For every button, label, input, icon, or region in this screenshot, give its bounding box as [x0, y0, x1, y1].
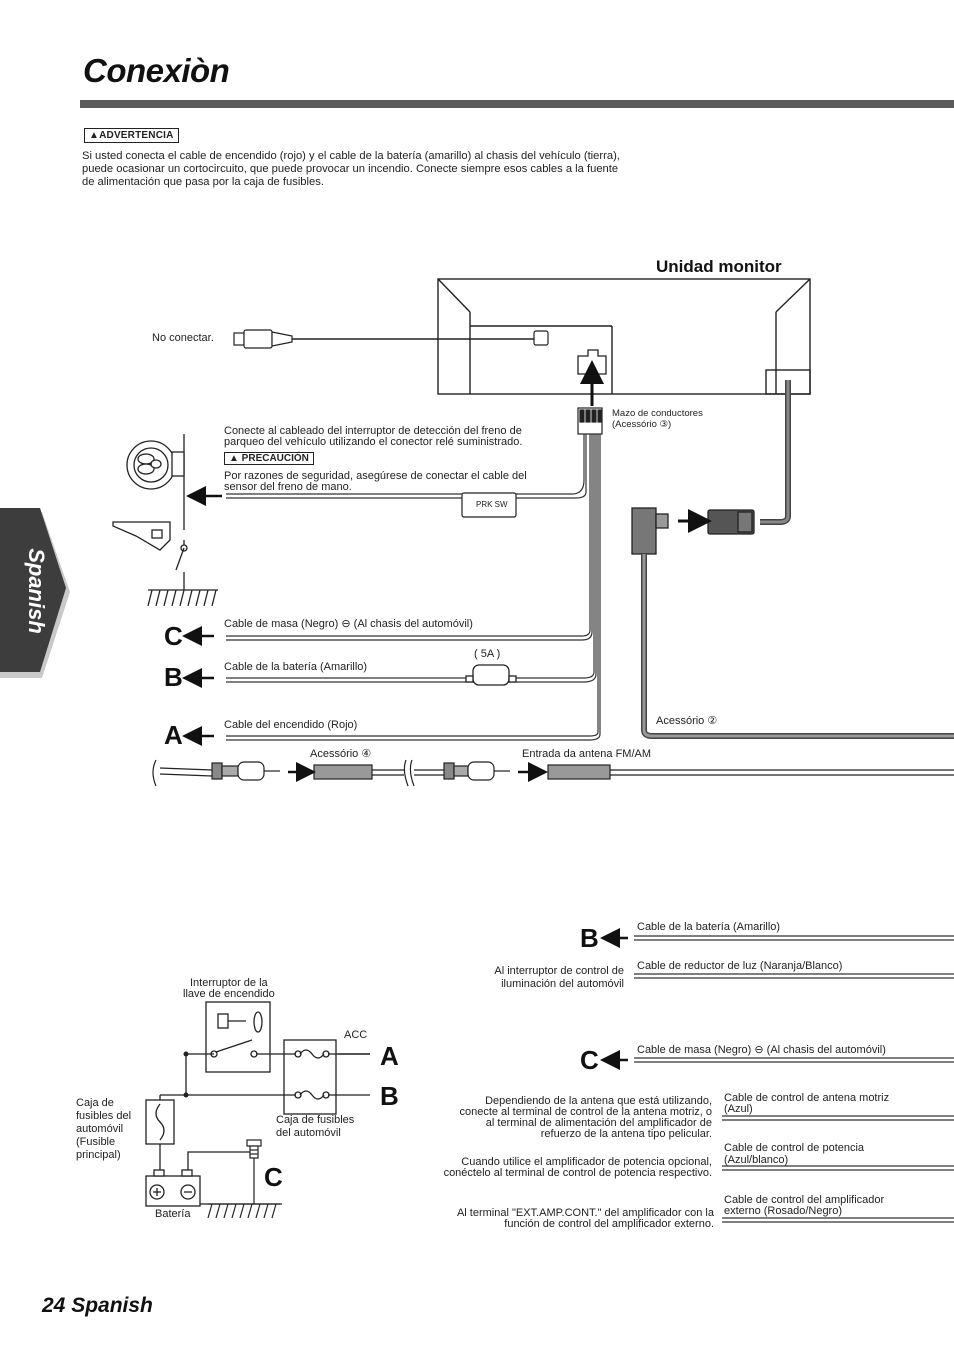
caution-label: ▲ PRECAUCIÓN — [224, 452, 314, 465]
antenna-cable-line2: (Azul) — [724, 1103, 753, 1115]
ignition-switch-label-1: Interruptor de la — [190, 977, 268, 989]
no-connect-plug — [233, 329, 549, 349]
caution-text-line1: Por razones de seguridad, asegúrese de c… — [224, 470, 527, 482]
ignition-cable-label: Cable del encendido (Rojo) — [224, 719, 358, 731]
ignition-switch — [205, 1001, 271, 1073]
dimmer-cable-label: Cable de reductor de luz (Naranja/Blanco… — [637, 960, 843, 972]
prk-sw-connector — [461, 492, 517, 518]
right-battery-cable-label: Cable de la batería (Amarillo) — [637, 921, 781, 933]
warning-label: ▲ADVERTENCIA — [84, 128, 179, 143]
battery-cable-label: Cable de la batería (Amarillo) — [224, 661, 368, 673]
acc2-label: Acessório ② — [656, 715, 718, 727]
amp-note-line2: función de control del amplificador exte… — [504, 1218, 714, 1230]
vehicle-fuse-label-3: automóvil — [76, 1123, 124, 1135]
parking-text-line2: parqueo del vehículo utilizando el conec… — [224, 436, 523, 448]
monitor-unit — [437, 278, 811, 395]
dimmer-note-line2: iluminación del automóvil — [501, 978, 624, 990]
fuse-box-label-1: Caja de fusibles — [276, 1114, 355, 1126]
harness-connector — [577, 407, 603, 435]
letter-c-bottom: C — [264, 1162, 283, 1192]
title-rule — [80, 100, 954, 108]
amp-cable-line1: Cable de control del amplificador — [724, 1194, 885, 1206]
ground-cable-label: Cable de masa (Negro) ⊖ (Al chasis del a… — [224, 618, 473, 630]
harness-wires — [226, 434, 601, 741]
power-cable-line1: Cable de control de potencia — [724, 1142, 865, 1154]
letter-c-top: C — [164, 621, 183, 651]
warning-text: Si usted conecta el cable de encendido (… — [82, 150, 620, 188]
vehicle-fuse-label-4: (Fusible — [76, 1136, 116, 1148]
antenna-input-label: Entrada da antena FM/AM — [522, 748, 652, 760]
handbrake-illustration — [112, 434, 218, 607]
no-connect-label: No conectar. — [152, 332, 214, 344]
antenna-note-line1: Dependiendo de la antena que está utiliz… — [485, 1095, 712, 1107]
letter-a-top: A — [164, 720, 183, 750]
vehicle-fuse-label-1: Caja de — [76, 1097, 114, 1109]
main-fuse — [145, 1099, 175, 1145]
fuse-5a — [465, 664, 517, 686]
right-cables — [634, 935, 954, 1223]
battery-label: Batería — [155, 1208, 191, 1220]
ground-bolt — [207, 1139, 282, 1219]
monitor-cable — [760, 380, 791, 525]
antenna-note-line2: conecte al terminal de control de la ant… — [459, 1106, 712, 1118]
dimmer-note-line1: Al interruptor de control de — [494, 965, 624, 977]
power-note-line2: conéctelo al terminal de control de pote… — [443, 1167, 712, 1179]
antenna-note-line3: al terminal de alimentación del amplific… — [485, 1117, 712, 1129]
power-note-line1: Cuando utilice el amplificador de potenc… — [461, 1156, 712, 1168]
vehicle-fuse-label-2: fusibles del — [76, 1110, 132, 1122]
antenna-note-line4: refuerzo de la antena tipo pelicular. — [540, 1128, 712, 1140]
amp-cable-line2: externo (Rosado/Negro) — [724, 1205, 843, 1217]
ignition-switch-label-2: llave de encendido — [183, 988, 275, 1000]
monitor-socket — [577, 349, 607, 375]
page-footer: 24 Spanish — [42, 1294, 153, 1317]
acc4-label: Acessório ④ — [310, 748, 372, 760]
adapter-plug — [631, 507, 669, 555]
fuse-box — [283, 1039, 337, 1115]
battery-icon — [145, 1169, 201, 1207]
antenna-cable-row — [152, 759, 954, 787]
harness-label-line2: (Acessório ③) — [612, 419, 672, 430]
parking-text-line1: Conecte al cableado del interruptor de d… — [224, 425, 522, 437]
letter-b-right: B — [580, 923, 599, 953]
caution-text-line2: sensor del freno de mano. — [224, 481, 352, 493]
antenna-cable-line1: Cable de control de antena motriz — [724, 1092, 890, 1104]
monitor-plug — [707, 509, 755, 535]
letter-a-bottom: A — [380, 1041, 399, 1071]
fuse-box-label-2: del automóvil — [276, 1127, 341, 1139]
page-title: Conexiòn — [83, 52, 230, 89]
harness-label-line1: Mazo de conductores — [612, 408, 703, 419]
power-cable-line2: (Azul/blanco) — [724, 1154, 789, 1166]
right-ground-cable-label: Cable de masa (Negro) ⊖ (Al chasis del a… — [637, 1044, 886, 1056]
side-tab-shape — [0, 508, 70, 678]
fuse-label: ( 5A ) — [474, 648, 501, 660]
prk-sw-label: PRK SW — [476, 500, 508, 509]
amp-note-line1: Al terminal "EXT.AMP.CONT." del amplific… — [456, 1207, 714, 1219]
acc-label: ACC — [344, 1029, 368, 1041]
letter-b-top: B — [164, 662, 183, 692]
letter-b-bottom: B — [380, 1081, 399, 1111]
monitor-unit-label: Unidad monitor — [656, 257, 782, 276]
vehicle-fuse-label-5: principal) — [76, 1149, 121, 1161]
letter-c-right: C — [580, 1045, 599, 1075]
